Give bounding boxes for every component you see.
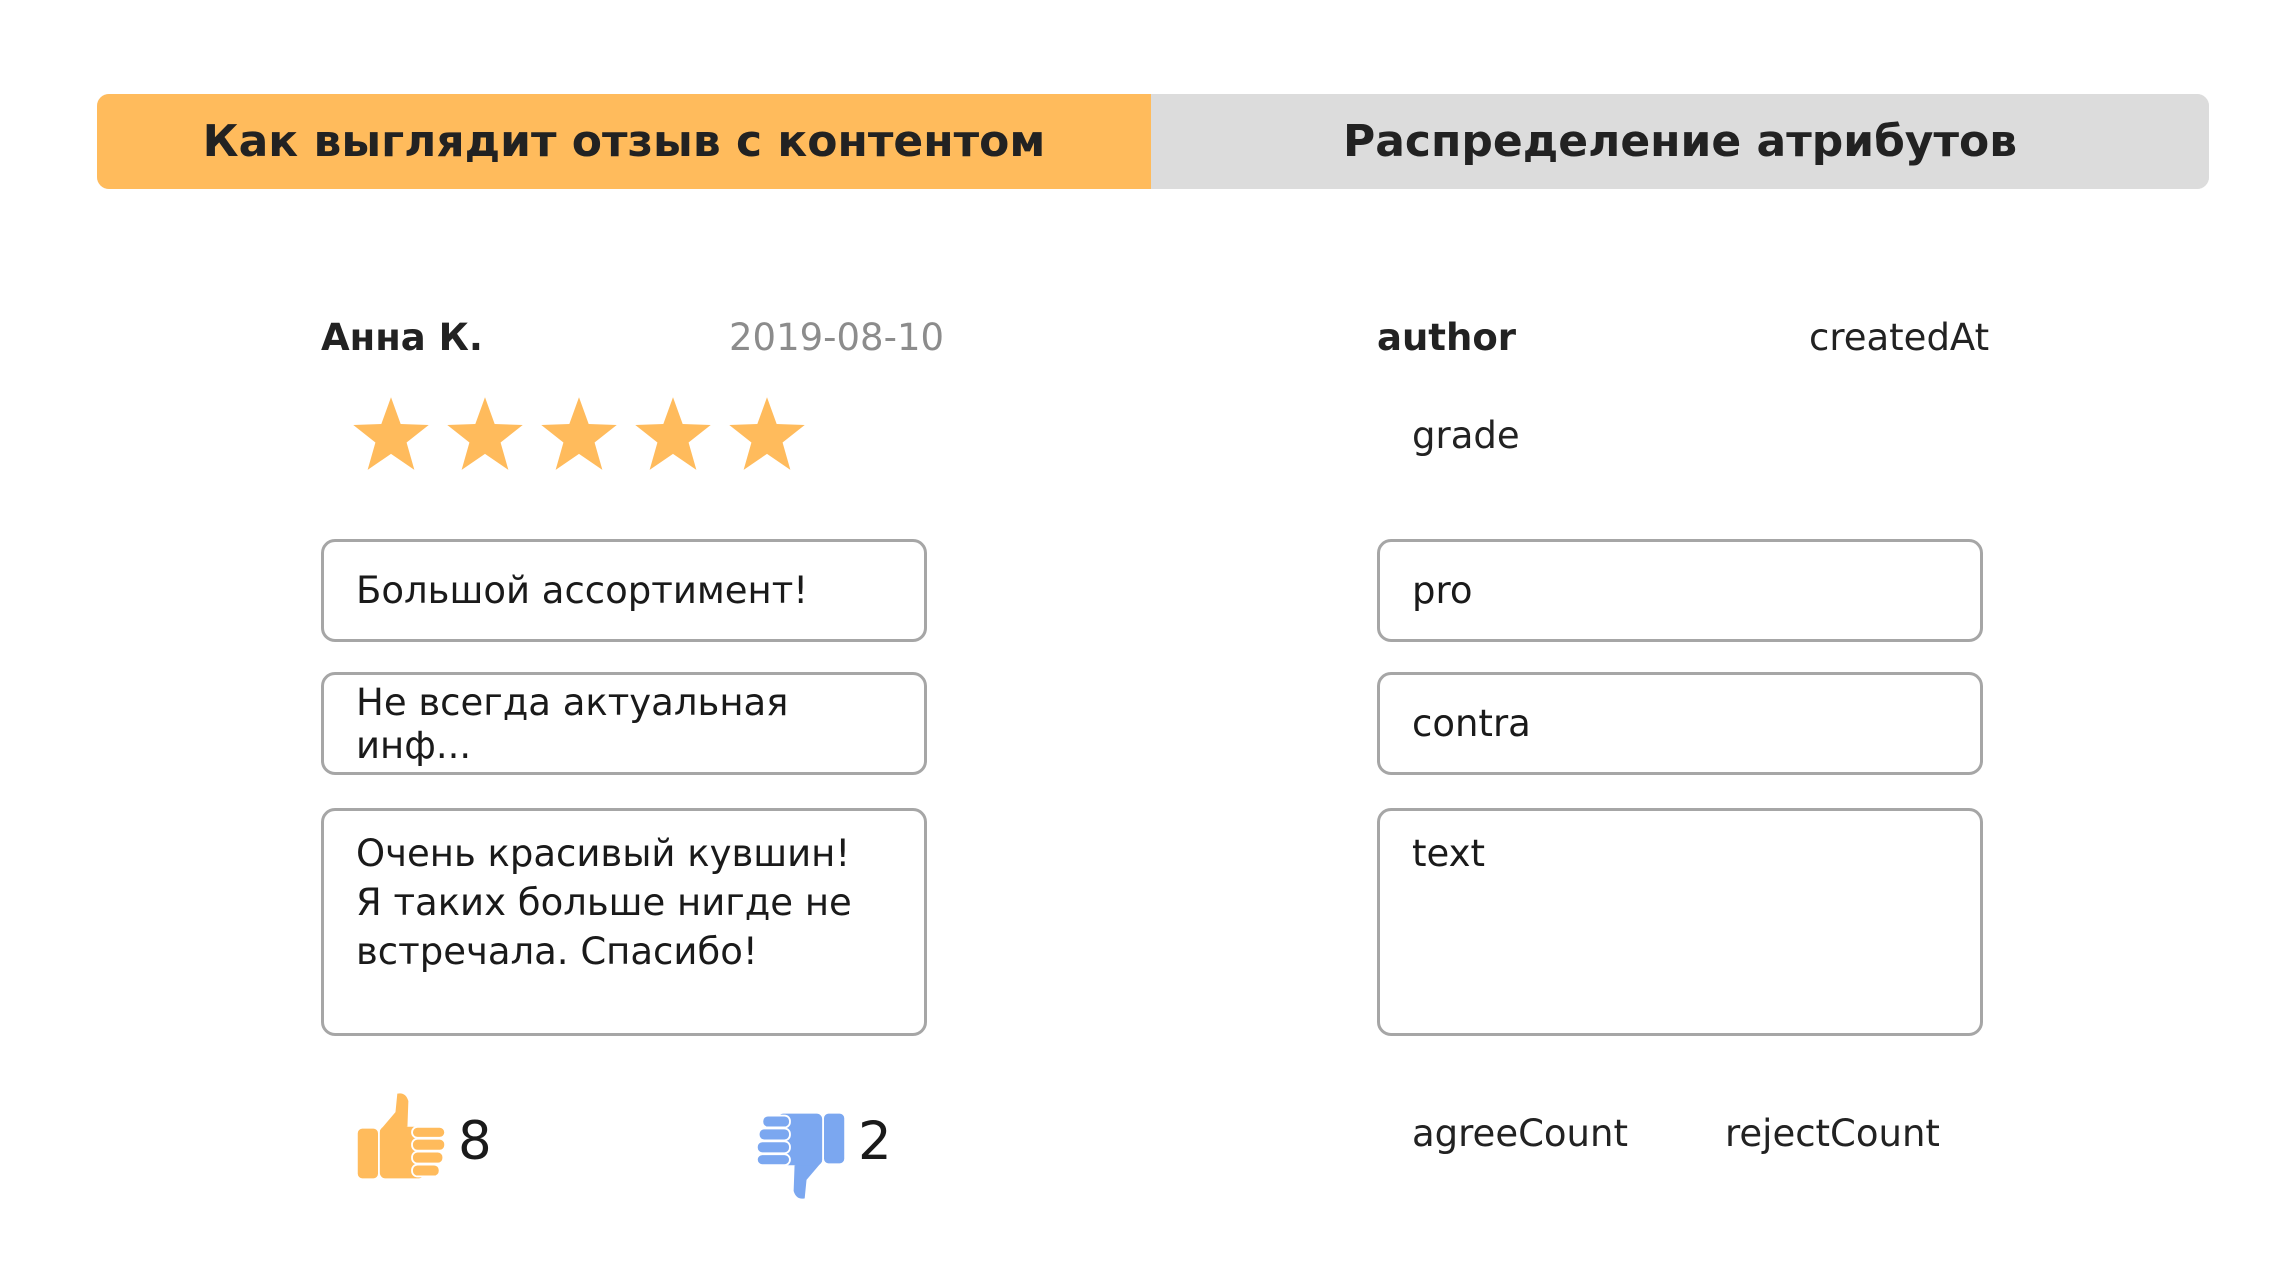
star-icon	[541, 397, 617, 470]
review-text: Очень красивый кувшин! Я таких больше ни…	[321, 808, 927, 1036]
tab-review-content[interactable]: Как выглядит отзыв с контентом	[97, 94, 1151, 189]
review-author: Анна К.	[321, 316, 483, 359]
review-pro: Большой ассортимент!	[321, 539, 927, 642]
attr-grade: grade	[1412, 414, 1520, 457]
attr-text: text	[1377, 808, 1983, 1036]
review-contra: Не всегда актуальная инф...	[321, 672, 927, 775]
attr-pro: pro	[1377, 539, 1983, 642]
star-icon	[635, 397, 711, 470]
tab-attribute-distribution[interactable]: Распределение атрибутов	[1151, 94, 2209, 189]
tab-bar: Как выглядит отзыв с контентом Распредел…	[97, 94, 2209, 189]
star-icon	[729, 397, 805, 470]
star-rating	[350, 394, 808, 476]
attr-reject-count: rejectCount	[1725, 1112, 1940, 1155]
star-icon	[353, 397, 429, 470]
thumbs-down-icon[interactable]	[755, 1110, 847, 1202]
reject-count: 2	[858, 1111, 892, 1172]
attr-contra: contra	[1377, 672, 1983, 775]
agree-count: 8	[458, 1111, 492, 1172]
thumbs-up-icon[interactable]	[355, 1090, 447, 1182]
review-date: 2019-08-10	[729, 316, 945, 359]
attr-author: author	[1377, 316, 1517, 359]
attr-agree-count: agreeCount	[1412, 1112, 1628, 1155]
attr-created-at: createdAt	[1809, 316, 1990, 359]
star-icon	[447, 397, 523, 470]
